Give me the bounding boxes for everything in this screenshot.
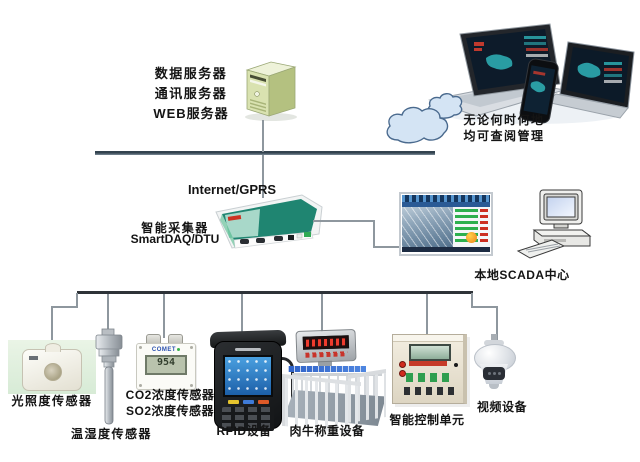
cloud-icon	[386, 93, 463, 144]
label-so2-sensor: SO2浓度传感器	[125, 404, 214, 418]
label-co2-sensor: CO2浓度传感器	[125, 388, 215, 402]
label-video-equipment: 视频设备	[476, 400, 527, 414]
rfid-screen	[223, 355, 273, 397]
scada-screen-titlebar	[402, 195, 490, 202]
dome-camera-icon	[472, 334, 516, 392]
rfid-device-icon	[206, 329, 294, 431]
weighing-equipment-icon	[282, 328, 392, 435]
scada-solar-photo	[402, 207, 454, 247]
gas-sensor-icon: COMET 954	[136, 334, 196, 390]
control-unit-lcd	[409, 344, 451, 361]
wire-step-left-v1	[76, 293, 78, 308]
wire-drop-gas	[163, 294, 165, 338]
remote-devices-icon	[428, 23, 635, 124]
weighing-banner	[288, 366, 366, 372]
light-sensor-body	[22, 343, 82, 391]
wire-server-to-bus	[262, 120, 264, 152]
control-unit-lock	[454, 363, 458, 367]
internet-gprs-label: Internet/GPRS	[187, 182, 277, 197]
wire-step-left-h	[51, 306, 78, 308]
camera-lens-window	[483, 367, 505, 380]
server-stack-label-1: 数据服务器	[154, 66, 228, 81]
light-sensor-icon	[8, 340, 96, 394]
top-bus-line	[95, 151, 435, 155]
remote-access-caption-1: 无论何时何地	[463, 113, 545, 127]
rfid-card-slot	[235, 348, 261, 351]
wire-daq-to-scada-h1	[313, 220, 375, 222]
control-unit-dark-keys	[404, 387, 455, 395]
light-sensor-dome	[45, 343, 61, 352]
temp-humidity-probe-icon	[95, 328, 123, 425]
scada-red-indicators	[480, 209, 488, 245]
light-sensor-chip	[29, 356, 38, 360]
light-sensor-lens	[44, 363, 62, 381]
weighing-buttons	[305, 351, 348, 358]
screw-icon	[190, 346, 193, 349]
daq-name-label: 智能采集器	[141, 221, 209, 235]
control-unit-top-strip	[393, 335, 463, 342]
camera-mount	[491, 334, 497, 342]
screw-icon	[139, 384, 142, 387]
label-weighing-equipment: 肉牛称重设备	[289, 424, 365, 438]
red-indicator-light	[399, 361, 406, 368]
wire-bus-to-daq	[262, 155, 264, 198]
scada-screen-toolbar	[402, 202, 490, 207]
wire-step-right-v1	[471, 293, 473, 308]
wire-daq-to-scada-h2	[373, 246, 402, 248]
label-light-sensor: 光照度传感器	[11, 394, 93, 408]
rfid-function-keys	[215, 400, 281, 404]
label-rfid-device: RFID设备	[216, 424, 272, 438]
green-dot-icon	[177, 348, 181, 351]
wire-drop-weighing	[321, 294, 323, 334]
daq-model-label: SmartDAQ/DTU	[130, 232, 220, 246]
wire-daq-to-scada-v	[373, 220, 375, 248]
bottom-bus-line	[77, 291, 473, 294]
scada-sun-gauge	[466, 232, 477, 243]
rfid-keypad	[222, 407, 274, 431]
screw-icon	[139, 346, 142, 349]
wire-step-right-h	[471, 306, 498, 308]
gas-sensor-lcd: 954	[145, 355, 187, 375]
camera-bottom	[489, 384, 499, 389]
server-stack-label-3: WEB服务器	[153, 106, 229, 121]
camera-cap	[484, 340, 504, 346]
weighing-indicator	[295, 328, 357, 364]
desktop-pc-icon	[516, 189, 592, 259]
label-control-unit: 智能控制单元	[389, 413, 465, 427]
weighing-indicator-stand	[318, 360, 332, 367]
wire-drop-temp	[107, 294, 109, 330]
screw-icon	[190, 384, 193, 387]
scada-center-label: 本地SCADA中心	[474, 268, 570, 282]
scada-monitor-icon	[399, 192, 493, 256]
remote-access-caption-2: 均可查阅管理	[463, 129, 545, 143]
server-tower-icon	[245, 61, 297, 121]
control-unit-green-buttons	[406, 373, 453, 382]
rfid-body	[214, 341, 282, 431]
gas-sensor-body: COMET 954	[136, 343, 196, 390]
scada-screen-statusbar	[402, 247, 490, 252]
control-unit-icon	[392, 334, 467, 404]
wire-drop-video	[496, 308, 498, 341]
red-indicator-light	[399, 370, 406, 377]
gas-sensor-brand: COMET	[137, 347, 195, 353]
wire-drop-control	[426, 294, 428, 336]
weighing-led-display	[302, 335, 350, 350]
wire-drop-light	[51, 308, 53, 341]
label-temp-humidity-sensor: 温湿度传感器	[70, 427, 152, 441]
control-unit-red-strip	[409, 361, 447, 366]
daq-device-icon	[215, 194, 323, 249]
server-stack-label-2: 通讯服务器	[154, 86, 228, 101]
wire-drop-rfid	[241, 294, 243, 332]
